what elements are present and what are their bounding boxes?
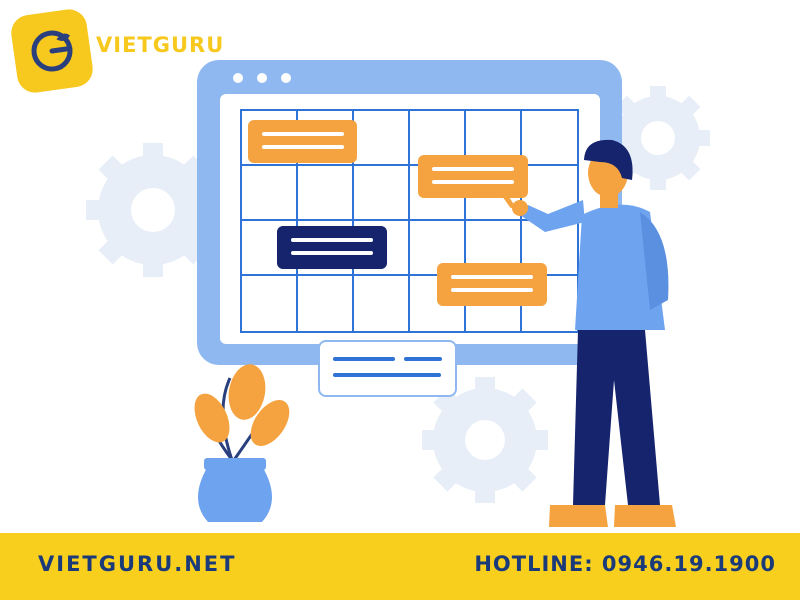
event-card bbox=[248, 120, 357, 163]
calendar-planning-illustration bbox=[86, 60, 710, 527]
footer-bar bbox=[0, 533, 800, 600]
event-card bbox=[437, 263, 547, 306]
calendar-board bbox=[197, 60, 622, 397]
brand-logo bbox=[8, 7, 96, 95]
gear-icon bbox=[86, 143, 220, 277]
note-card bbox=[318, 340, 457, 397]
event-card bbox=[277, 226, 387, 269]
hotline-text[interactable]: HOTLINE: 0946.19.1900 bbox=[474, 552, 776, 576]
person-pointing bbox=[502, 139, 676, 527]
event-card bbox=[418, 155, 528, 198]
website-link[interactable]: VIETGURU.NET bbox=[38, 552, 237, 576]
vietguru-logo-icon bbox=[31, 30, 73, 72]
brand-name: VIETGURU bbox=[96, 33, 225, 57]
plant-pot bbox=[194, 364, 290, 522]
gear-icon bbox=[606, 86, 710, 190]
gear-icon bbox=[422, 377, 548, 503]
